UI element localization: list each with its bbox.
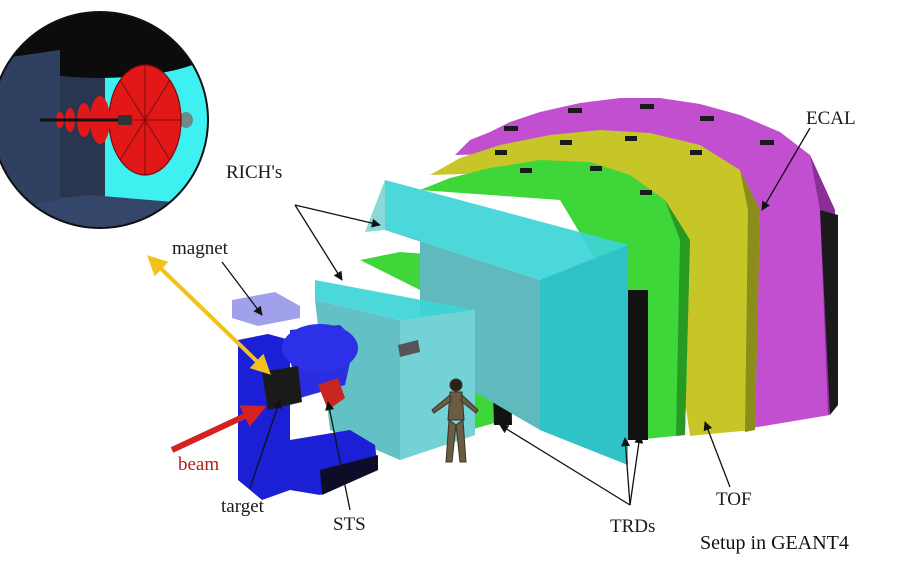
sts-stations (56, 64, 182, 176)
ecal-leader (761, 127, 811, 211)
trd-leader-3 (629, 434, 644, 506)
rich-leader-upper (294, 204, 381, 228)
trd-leader-1 (499, 424, 631, 506)
tof-detector (430, 130, 760, 436)
beam-arrow-icon (170, 405, 267, 453)
tof-label: TOF (716, 489, 752, 510)
ecal-label: ECAL (806, 108, 856, 129)
inset-zoom-view (0, 11, 209, 229)
rich-detectors (315, 180, 628, 465)
trd-leader-2 (621, 437, 631, 506)
figure-caption: Setup in GEANT4 (700, 532, 849, 554)
rich-leader-lower (294, 204, 343, 281)
target-leader (249, 399, 282, 489)
sts-label: STS (333, 514, 366, 535)
double-arrow-icon (147, 255, 271, 375)
sts-leader (325, 401, 351, 511)
rich-label: RICH's (226, 162, 282, 183)
beam-label: beam (178, 454, 219, 475)
trds-label: TRDs (610, 516, 655, 537)
human-figure-icon (431, 378, 479, 463)
tof-leader (703, 421, 731, 488)
magnet-label: magnet (172, 238, 229, 259)
target-label: target (221, 496, 265, 517)
